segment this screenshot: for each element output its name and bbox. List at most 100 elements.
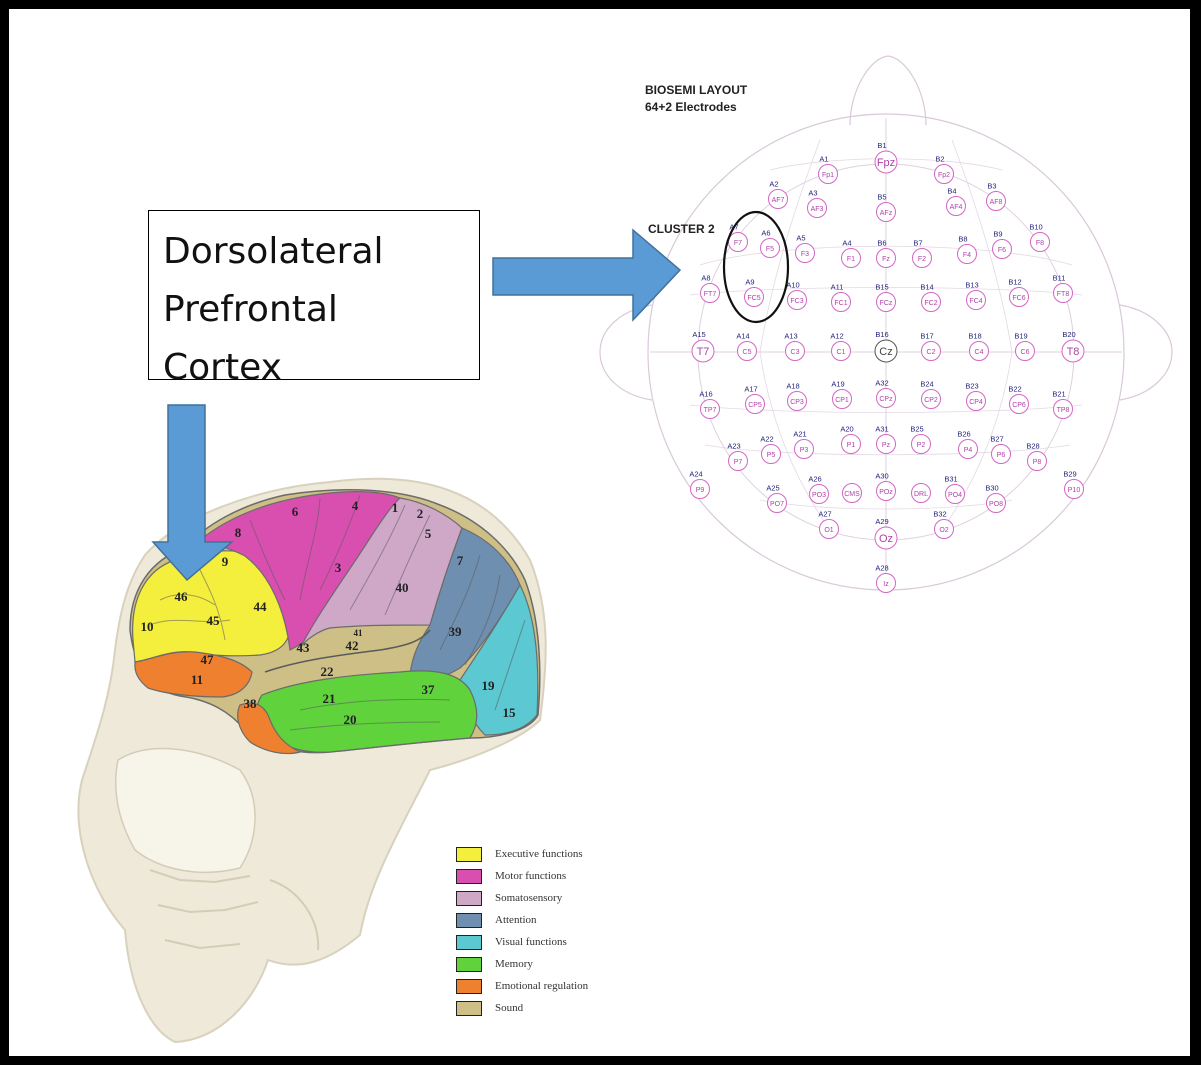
electrode-name: CP5 xyxy=(748,402,762,409)
brain-area-22: 22 xyxy=(321,664,334,679)
electrode-fp2: Fp2B2 xyxy=(935,155,954,184)
electrode-name: CPz xyxy=(879,396,893,403)
dlpfc-callout-box: Dorsolateral Prefrontal Cortex xyxy=(148,210,480,380)
electrode-ft7: FT7A8 xyxy=(701,274,720,303)
brain-area-38: 38 xyxy=(244,696,258,711)
electrode-name: AF7 xyxy=(772,197,785,204)
callout-line-2: Prefrontal xyxy=(163,281,465,339)
electrode-t8: T8B20 xyxy=(1062,330,1084,362)
electrode-id: A26 xyxy=(808,475,821,484)
electrode-name: C6 xyxy=(1021,349,1030,356)
electrode-name: POz xyxy=(879,489,893,496)
electrode-id: B26 xyxy=(957,430,970,439)
brain-area-8: 8 xyxy=(235,525,242,540)
legend-swatch xyxy=(456,957,482,972)
brain-area-47: 47 xyxy=(201,652,215,667)
electrode-p3: P3A21 xyxy=(793,430,813,459)
electrode-id: B4 xyxy=(947,187,956,196)
legend-item: Memory xyxy=(456,953,588,975)
electrode-id: A31 xyxy=(875,425,888,434)
legend-label: Sound xyxy=(495,1002,523,1014)
electrode-f4: F4B8 xyxy=(958,235,977,264)
electrode-name: Oz xyxy=(879,533,893,545)
electrode-cms: CMS xyxy=(843,484,862,503)
electrode-p5: P5A22 xyxy=(760,435,780,464)
electrode-name: C3 xyxy=(791,349,800,356)
electrode-id: B5 xyxy=(877,193,886,202)
electrode-id: A12 xyxy=(830,332,843,341)
electrode-name: T7 xyxy=(697,346,710,358)
electrode-fp1: Fp1A1 xyxy=(819,155,838,184)
electrode-id: B29 xyxy=(1063,470,1076,479)
legend-item: Visual functions xyxy=(456,931,588,953)
electrode-id: A21 xyxy=(793,430,806,439)
electrode-po4: PO4B31 xyxy=(944,475,964,504)
electrode-ft8: FT8B11 xyxy=(1053,274,1073,303)
electrode-id: B9 xyxy=(993,230,1002,239)
electrode-c1: C1A12 xyxy=(830,332,850,361)
brain-area-42: 42 xyxy=(346,638,359,653)
cluster-label: CLUSTER 2 xyxy=(648,222,715,236)
electrode-cp4: CP4 B23 xyxy=(965,382,985,411)
electrode-fcz: FCzB15 xyxy=(875,283,895,312)
brain-area-40: 40 xyxy=(396,580,409,595)
brain-area-4: 4 xyxy=(352,498,359,513)
electrode-id: B23 xyxy=(965,382,978,391)
electrode-cpz: CPzA32 xyxy=(875,379,895,408)
brain-legend: Executive functions Motor functions Soma… xyxy=(456,843,588,1019)
electrode-name: Fp1 xyxy=(822,172,834,179)
electrode-name: FC2 xyxy=(924,300,937,307)
electrode-name: FT8 xyxy=(1057,291,1070,298)
electrode-id: A19 xyxy=(831,380,844,389)
electrode-fc5: FC5A9 xyxy=(745,278,764,307)
brain-area-3: 3 xyxy=(335,560,342,575)
electrode-id: B24 xyxy=(920,380,933,389)
electrode-name: O1 xyxy=(824,527,833,534)
electrode-f7: F7A7 xyxy=(729,223,748,252)
electrode-id: A23 xyxy=(727,442,740,451)
electrode-name: CP4 xyxy=(969,399,983,406)
electrode-p2: P2B25 xyxy=(910,425,930,454)
electrode-name: F3 xyxy=(801,251,809,258)
brain-area-46: 46 xyxy=(175,589,189,604)
electrode-name: T8 xyxy=(1067,346,1080,358)
electrode-id: B2 xyxy=(935,155,944,164)
electrode-id: B27 xyxy=(990,435,1003,444)
electrode-name: Fz xyxy=(882,256,890,263)
electrode-fc4: FC4B13 xyxy=(965,281,985,310)
electrode-name: AF3 xyxy=(811,206,824,213)
eeg-head xyxy=(600,56,1172,590)
electrode-id: A29 xyxy=(875,517,888,526)
electrode-name: P1 xyxy=(847,442,856,449)
electrode-name: P2 xyxy=(917,442,926,449)
electrode-id: A28 xyxy=(875,564,888,573)
electrode-po7: PO7A25 xyxy=(766,484,786,513)
electrode-name: CMS xyxy=(844,491,860,498)
legend-item: Attention xyxy=(456,909,588,931)
electrode-name: Cz xyxy=(879,346,892,358)
electrode-name: F5 xyxy=(766,246,774,253)
electrode-po3: PO3A26 xyxy=(808,475,828,504)
brain-area-5: 5 xyxy=(425,526,432,541)
legend-swatch xyxy=(456,847,482,862)
electrode-t7: T7A15 xyxy=(692,330,714,362)
electrode-id: B32 xyxy=(933,510,946,519)
electrode-name: F1 xyxy=(847,256,855,263)
electrode-name: Pz xyxy=(882,442,891,449)
electrode-name: P8 xyxy=(1033,459,1042,466)
electrode-id: A5 xyxy=(796,234,805,243)
electrode-id: B31 xyxy=(944,475,957,484)
electrode-name: CP3 xyxy=(790,399,804,406)
electrode-fz: FzB6 xyxy=(877,239,896,268)
legend-label: Attention xyxy=(495,914,537,926)
electrode-name: Iz xyxy=(883,581,889,588)
